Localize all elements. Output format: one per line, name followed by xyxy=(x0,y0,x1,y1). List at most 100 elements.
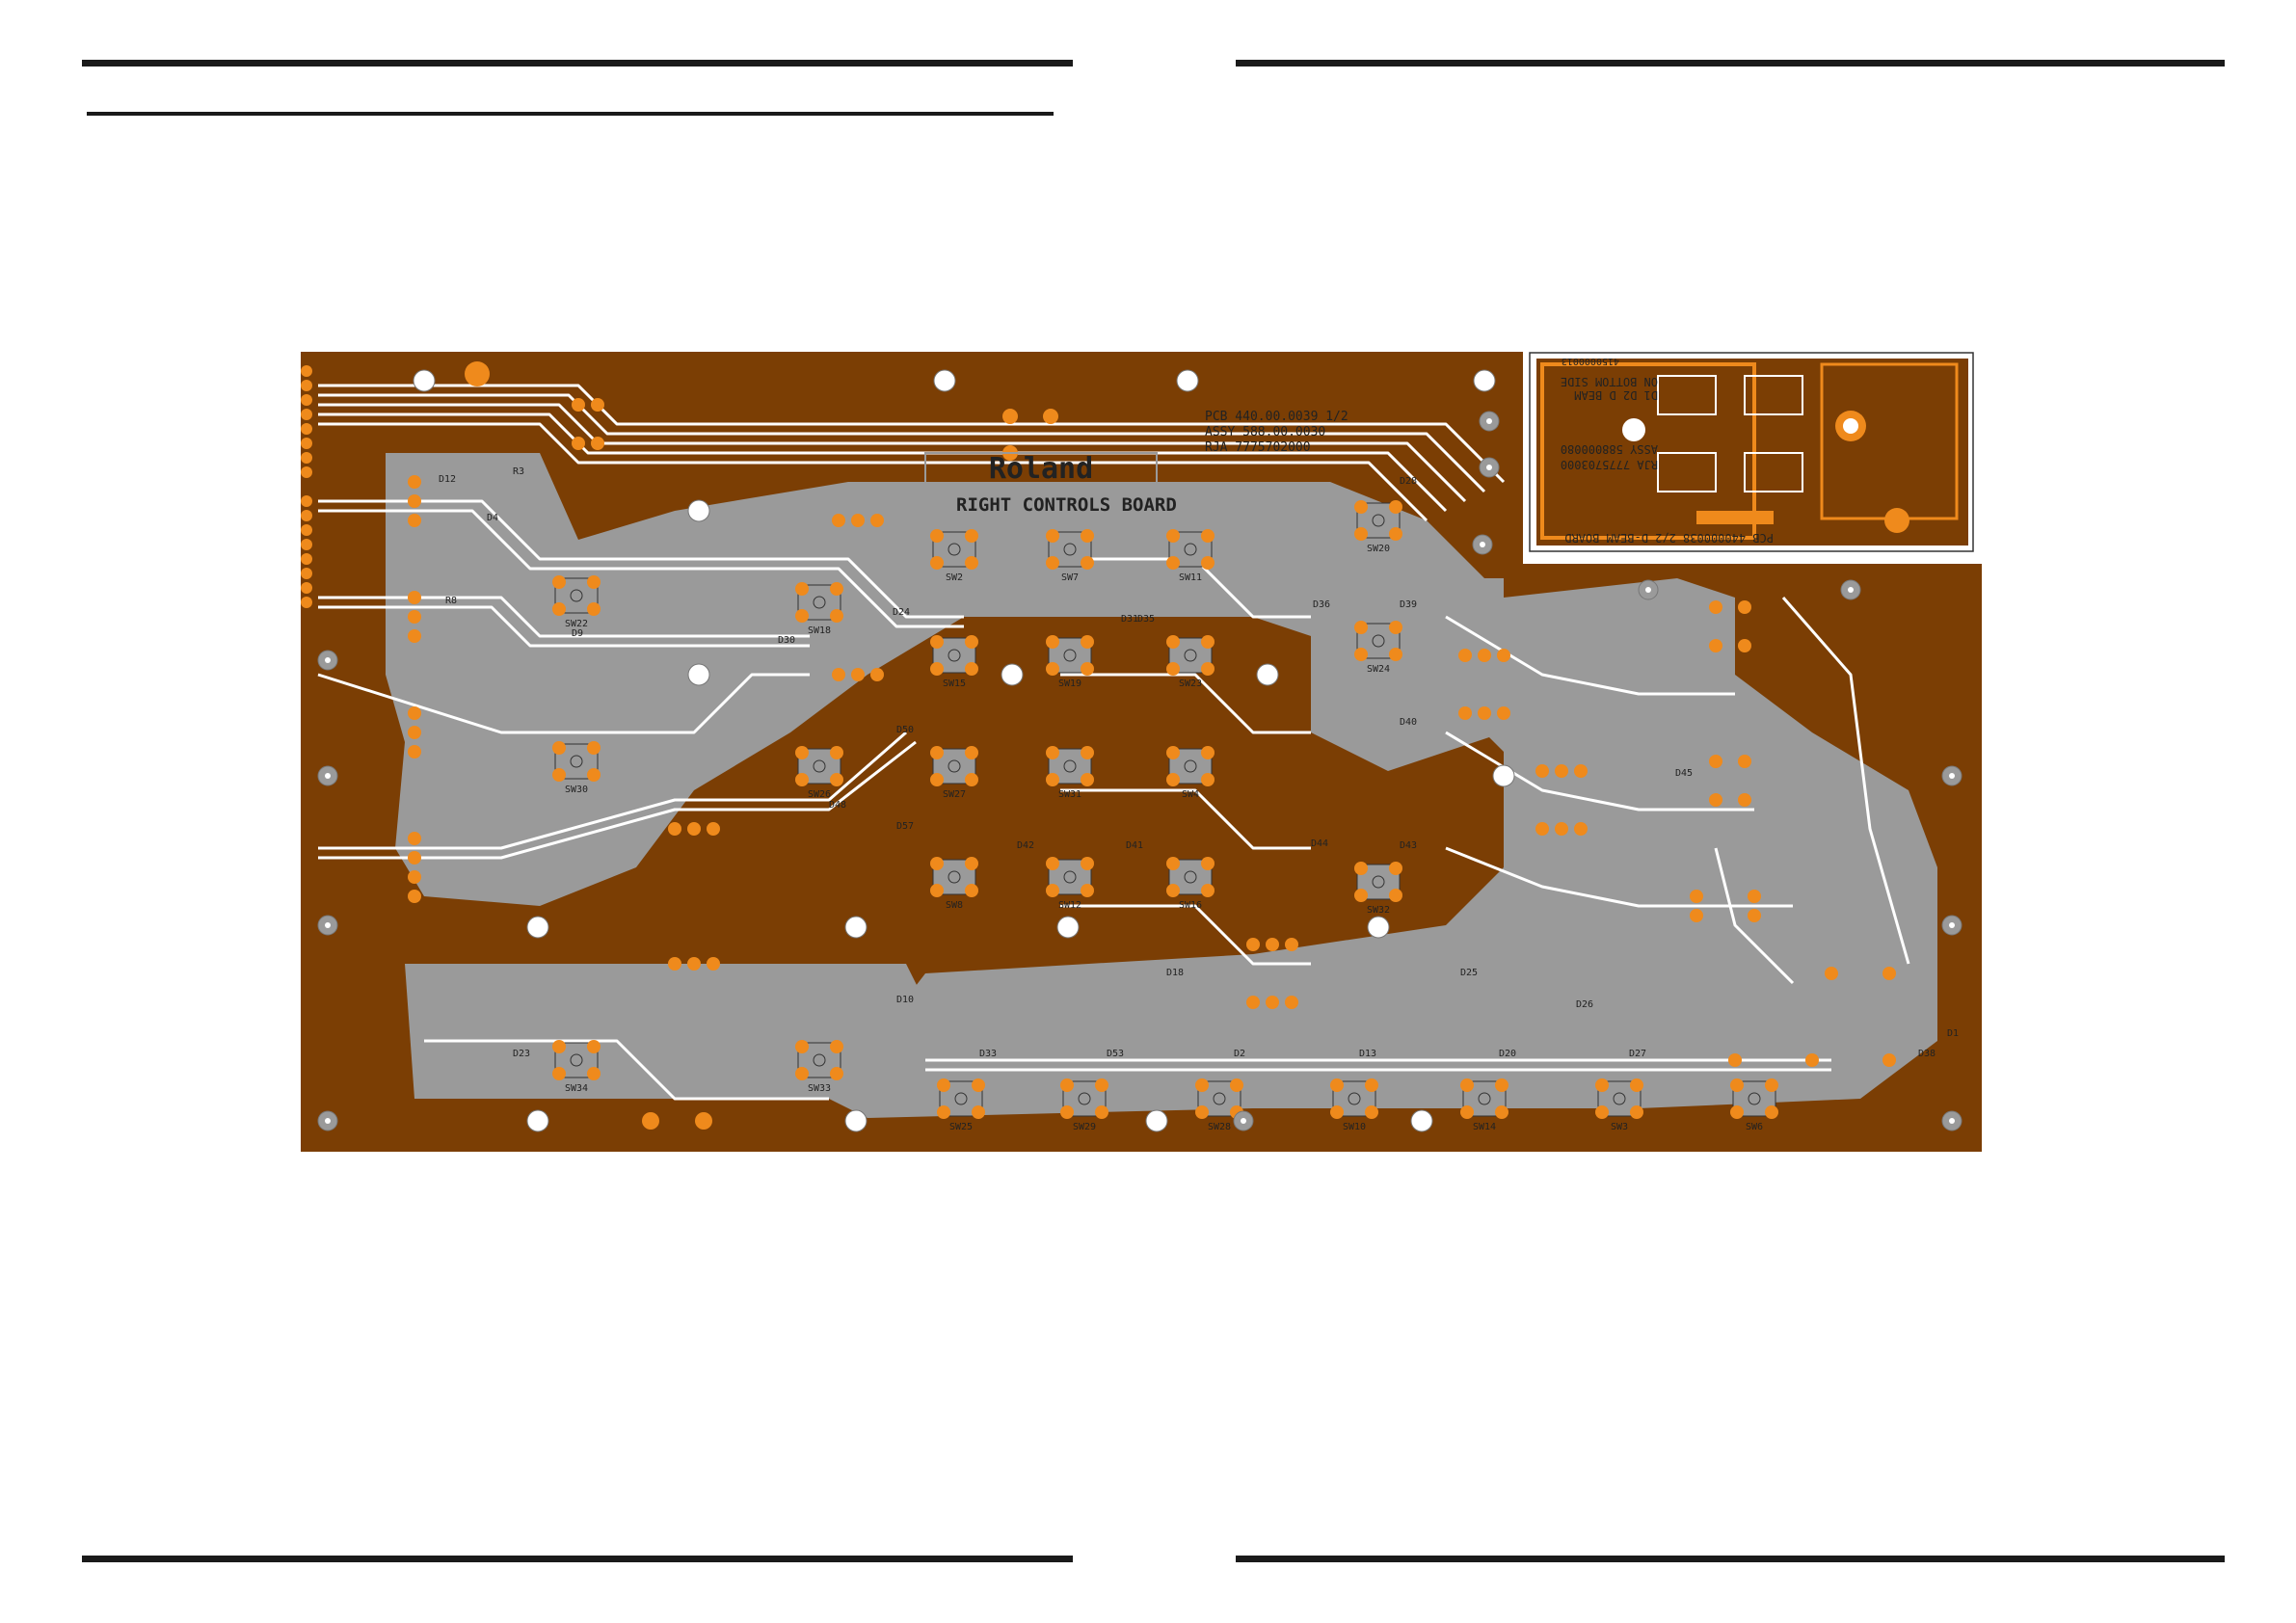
diode-label: D28 xyxy=(1400,476,1417,487)
diode-label: D44 xyxy=(1311,838,1328,849)
mounting-hole xyxy=(1056,916,1080,939)
switch-label: SW31 xyxy=(1058,789,1081,800)
diode-label: D45 xyxy=(1675,768,1693,779)
diode-label: D33 xyxy=(979,1049,997,1059)
d-beam-board: 4150000013 ASSY 588000080 RJA 7775703000… xyxy=(1529,352,1974,552)
switch-label: SW22 xyxy=(565,619,588,629)
switch-footprint xyxy=(552,741,601,782)
top-left-rule-thin xyxy=(87,112,1054,116)
diode-label: D41 xyxy=(1126,840,1143,851)
switch-footprints xyxy=(552,500,1778,1119)
switch-label: SW19 xyxy=(1058,678,1081,689)
diode-label: D24 xyxy=(893,607,910,618)
switch-footprint xyxy=(1354,862,1402,902)
diode-label: D20 xyxy=(1499,1049,1516,1059)
diode-label: D13 xyxy=(1359,1049,1376,1059)
diode-label: D40 xyxy=(1400,717,1417,728)
switch-label: SW11 xyxy=(1179,572,1202,583)
switch-label: SW4 xyxy=(1182,789,1199,800)
switch-footprint xyxy=(930,529,978,570)
d-beam-line-rja: RJA 7775703000 xyxy=(1561,458,1658,471)
diode-label: D30 xyxy=(778,635,795,646)
switch-footprint xyxy=(1166,529,1215,570)
diode-label: D4 xyxy=(487,513,498,523)
switch-footprint xyxy=(1460,1078,1508,1119)
switch-label: SW27 xyxy=(943,789,966,800)
switch-footprint xyxy=(1046,857,1094,897)
diode-label: D35 xyxy=(1137,614,1155,625)
switch-label: SW12 xyxy=(1058,900,1081,911)
diode-label: D9 xyxy=(572,628,583,639)
d-beam-line-title: PCB 440000038 2/2 D-BEAM BOARD xyxy=(1564,531,1774,545)
switch-label: SW34 xyxy=(565,1083,588,1094)
resistor-label-r8: R8 xyxy=(445,596,457,606)
diode-label: D43 xyxy=(1400,840,1417,851)
switch-footprint xyxy=(1595,1078,1643,1119)
mounting-hole xyxy=(413,369,436,392)
mounting-hole xyxy=(687,663,710,686)
d-beam-line-bottom: ON BOTTOM SIDE xyxy=(1561,375,1658,388)
switch-footprint xyxy=(795,582,843,623)
switch-footprint xyxy=(1166,857,1215,897)
switch-footprint xyxy=(552,575,601,616)
switch-label: SW10 xyxy=(1343,1122,1366,1132)
switch-label: SW2 xyxy=(946,572,963,583)
mounting-hole xyxy=(687,499,710,522)
switch-footprint xyxy=(1166,635,1215,676)
top-left-rule-thick xyxy=(82,60,1073,67)
mounting-hole xyxy=(526,916,549,939)
diode-label: D31 xyxy=(1121,614,1138,625)
mounting-hole xyxy=(1492,764,1515,787)
d-beam-line-assy: ASSY 588000080 xyxy=(1561,442,1658,456)
diode-label: D26 xyxy=(1576,999,1593,1010)
switch-label: SW7 xyxy=(1061,572,1079,583)
mounting-hole xyxy=(844,916,868,939)
diode-label: D57 xyxy=(896,821,914,832)
switch-footprint xyxy=(930,857,978,897)
switch-label: SW24 xyxy=(1367,664,1390,675)
switch-footprint xyxy=(1354,621,1402,661)
diode-label: D48 xyxy=(829,800,846,811)
mounting-hole xyxy=(1410,1109,1433,1132)
switch-footprint xyxy=(1046,635,1094,676)
pad-group xyxy=(301,361,1896,1130)
diode-label: D27 xyxy=(1629,1049,1646,1059)
mounting-hole xyxy=(1176,369,1199,392)
switch-label: SW6 xyxy=(1746,1122,1763,1132)
switch-footprint xyxy=(1330,1078,1378,1119)
d-beam-code: 4150000013 xyxy=(1562,356,1619,366)
diode-label: D42 xyxy=(1017,840,1034,851)
white-traces xyxy=(317,384,1910,1101)
diode-label: D25 xyxy=(1460,968,1478,978)
mounting-hole xyxy=(844,1109,868,1132)
mounting-hole xyxy=(933,369,956,392)
diode-label: D10 xyxy=(896,995,914,1005)
switch-footprint xyxy=(795,746,843,786)
switch-footprint xyxy=(1046,746,1094,786)
switch-footprint xyxy=(1166,746,1215,786)
switch-label: SW30 xyxy=(565,785,588,795)
switch-label: SW32 xyxy=(1367,905,1390,916)
mounting-hole xyxy=(526,1109,549,1132)
switch-footprint xyxy=(1730,1078,1778,1119)
mounting-hole xyxy=(1145,1109,1168,1132)
pcb-header-line-3: RJA 7775702000 xyxy=(1205,440,1311,455)
bottom-left-rule xyxy=(82,1556,1073,1562)
diode-label: D23 xyxy=(513,1049,530,1059)
resistor-label-r3: R3 xyxy=(513,466,524,477)
board-title: RIGHT CONTROLS BOARD xyxy=(956,494,1177,516)
switch-label: SW29 xyxy=(1073,1122,1096,1132)
mounting-hole xyxy=(1473,369,1496,392)
roland-logo: Roland xyxy=(924,452,1158,486)
switch-footprint xyxy=(795,1040,843,1080)
diode-label: D39 xyxy=(1400,599,1417,610)
switch-label: SW8 xyxy=(946,900,963,911)
switch-label: SW25 xyxy=(949,1122,973,1132)
pcb-header-line-1: PCB 440.00.0039 1/2 xyxy=(1205,410,1348,424)
switch-footprint xyxy=(1195,1078,1243,1119)
switch-label: SW15 xyxy=(943,678,966,689)
top-right-rule xyxy=(1236,60,2225,67)
bottom-right-rule xyxy=(1236,1556,2225,1562)
